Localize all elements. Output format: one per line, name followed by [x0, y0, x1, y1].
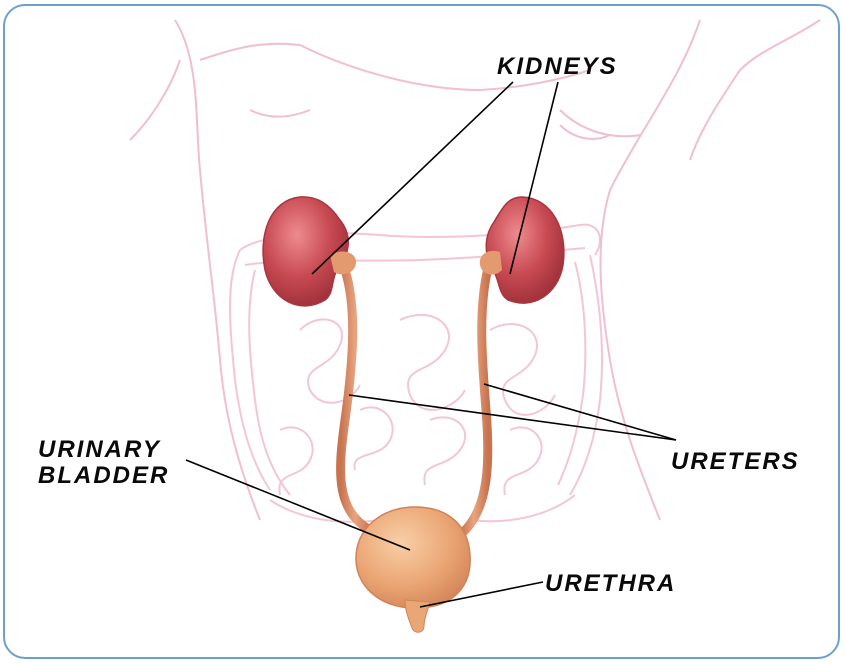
- left-ureter: [341, 270, 370, 530]
- bladder-leader: [186, 460, 410, 550]
- label-urinary-bladder: URINARY BLADDER: [38, 437, 169, 489]
- urinary-bladder: [356, 507, 470, 608]
- label-urethra: URETHRA: [545, 571, 676, 597]
- right-renal-pelvis: [480, 251, 502, 275]
- left-renal-pelvis: [330, 251, 356, 274]
- right-ureter: [460, 268, 488, 535]
- label-bladder: BLADDER: [38, 463, 169, 489]
- kidneys: [263, 197, 564, 306]
- label-kidneys: KIDNEYS: [497, 54, 618, 80]
- kidneys-leader-left: [312, 82, 513, 274]
- urethra: [405, 600, 430, 632]
- ureters-leader-left: [349, 395, 676, 440]
- bladder-group: [356, 507, 470, 632]
- label-ureters: URETERS: [671, 449, 800, 475]
- label-urinary: URINARY: [38, 437, 169, 463]
